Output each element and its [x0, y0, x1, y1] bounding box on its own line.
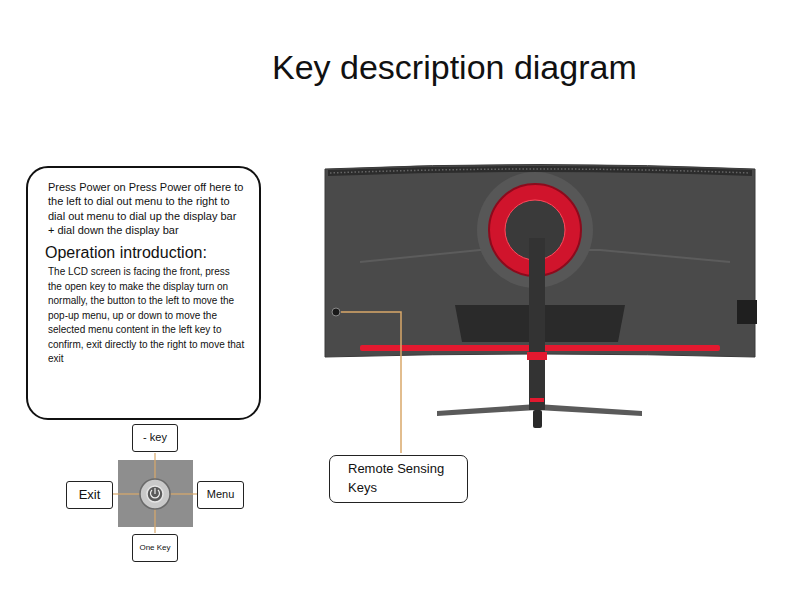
port-block [737, 300, 757, 324]
leader-line [154, 453, 155, 480]
stand-leg [537, 404, 642, 416]
key-label: Menu [201, 488, 240, 501]
stand-foot [533, 410, 542, 428]
power-symbol [154, 488, 155, 494]
stand-leg [437, 404, 537, 416]
instruction-text: Press Power on Press Power off here to t… [48, 180, 245, 237]
key-box: Exit [66, 481, 113, 509]
section-heading: Operation introduction: [45, 243, 245, 262]
instruction-panel: Press Power on Press Power off here to t… [26, 166, 261, 420]
stand-neck [529, 238, 545, 410]
monitor-back [325, 165, 757, 454]
key-box: Menu [197, 481, 244, 509]
stand-red-band [530, 398, 544, 402]
remote-key-dot [332, 308, 340, 316]
key-box: One Key [132, 534, 178, 562]
callout-label: Remote Sensing Keys [348, 460, 457, 498]
callout-box: Remote Sensing Keys [329, 455, 468, 503]
stand-red-band [527, 352, 547, 360]
key-label: - key [136, 431, 174, 444]
diagram-title: Key description diagram [272, 48, 637, 87]
key-label: One Key [135, 543, 175, 553]
joystick-cap [147, 486, 163, 502]
leader-line [169, 493, 197, 494]
joystick-picture [113, 453, 197, 533]
leader-line [154, 508, 155, 533]
joystick-knob [140, 479, 170, 509]
key-box: - key [132, 424, 178, 452]
operation-text: The LCD screen is facing the front, pres… [48, 265, 245, 367]
leader-line [113, 493, 141, 494]
key-label: Exit [70, 487, 109, 503]
leader-line [341, 312, 401, 453]
